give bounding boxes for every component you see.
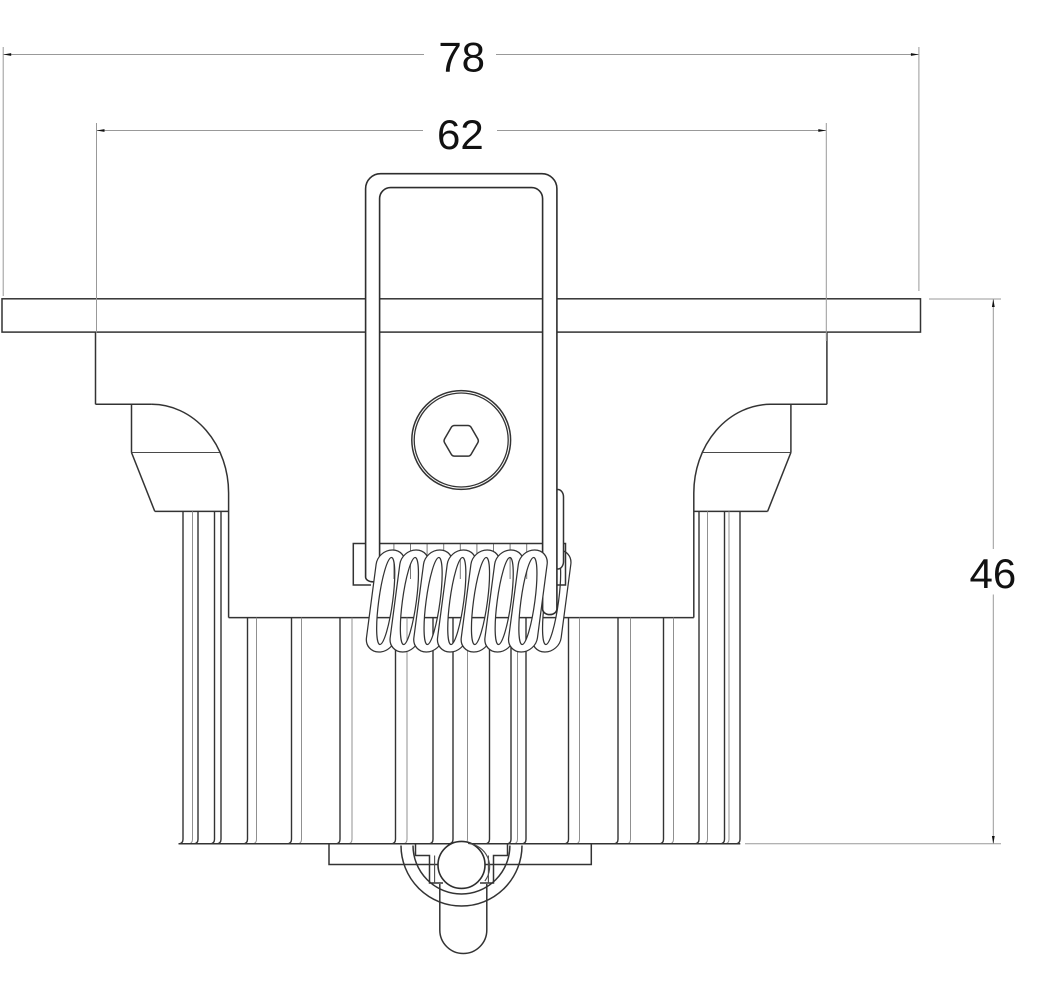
svg-text:78: 78	[438, 33, 485, 80]
svg-text:46: 46	[970, 550, 1017, 597]
svg-text:62: 62	[437, 111, 484, 158]
